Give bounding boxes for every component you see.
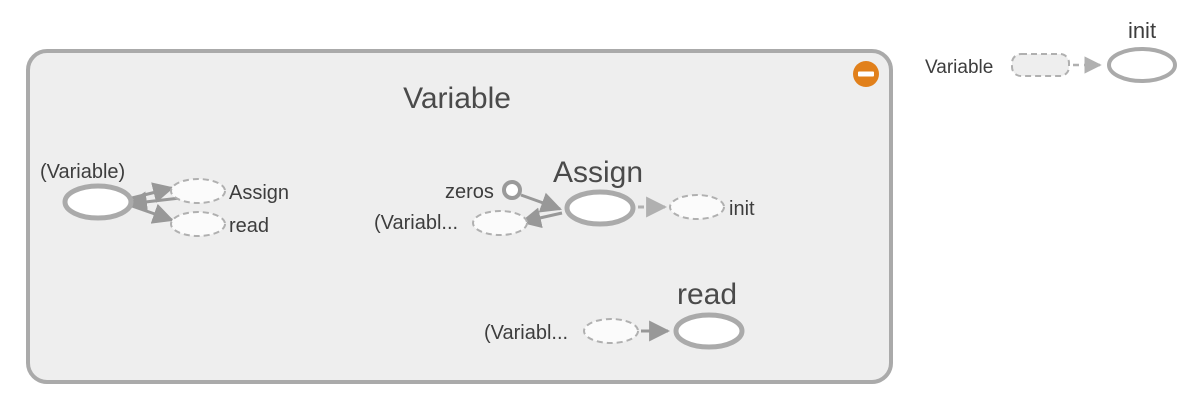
node-read-op[interactable] [673,312,745,350]
node-aside-source[interactable] [1011,53,1070,77]
cluster-assign-op: Assign zeros (Variabl... init [374,156,755,236]
variable-stub-assign-label: (Variabl... [374,212,458,234]
assign-op-label: Assign [553,156,643,189]
aside-target-label: init [1128,18,1156,43]
variable-stub-read-label: (Variabl... [484,322,568,344]
cluster-variable-ref-left: (Variable) Assign read [40,161,289,237]
node-aside-target[interactable] [1107,47,1177,83]
edge-assign-to-variable [125,191,181,213]
node-read-stub-left[interactable] [170,211,226,237]
node-variable-ref-left[interactable] [62,183,134,221]
node-assign-op[interactable] [564,189,636,227]
assign-stub-left-label: Assign [229,182,289,204]
variable-group-border[interactable] [26,49,893,384]
node-zeros-source[interactable] [502,180,522,200]
variable-ref-left-label: (Variable) [40,161,125,183]
read-stub-left-label: read [229,215,269,237]
collapse-button[interactable] [853,61,879,87]
init-aside: Variable init [925,18,1177,83]
node-init-stub[interactable] [669,194,725,220]
edge-assign-to-variable-stub [519,207,563,229]
aside-source-label: Variable [925,57,993,78]
variable-group[interactable]: Variable [26,49,893,384]
node-assign-stub-left[interactable] [170,178,226,204]
edge-variable-to-read [131,203,174,224]
cluster-read-op: read (Variabl... [484,278,745,350]
minus-glyph [858,71,874,77]
node-variable-stub-assign[interactable] [472,210,528,236]
init-stub-label: init [729,198,755,220]
edge-zeros-to-assign [520,192,562,213]
read-op-label: read [677,278,737,311]
zeros-source-label: zeros [445,181,494,203]
node-variable-stub-read[interactable] [583,318,639,344]
group-title: Variable [403,82,511,115]
